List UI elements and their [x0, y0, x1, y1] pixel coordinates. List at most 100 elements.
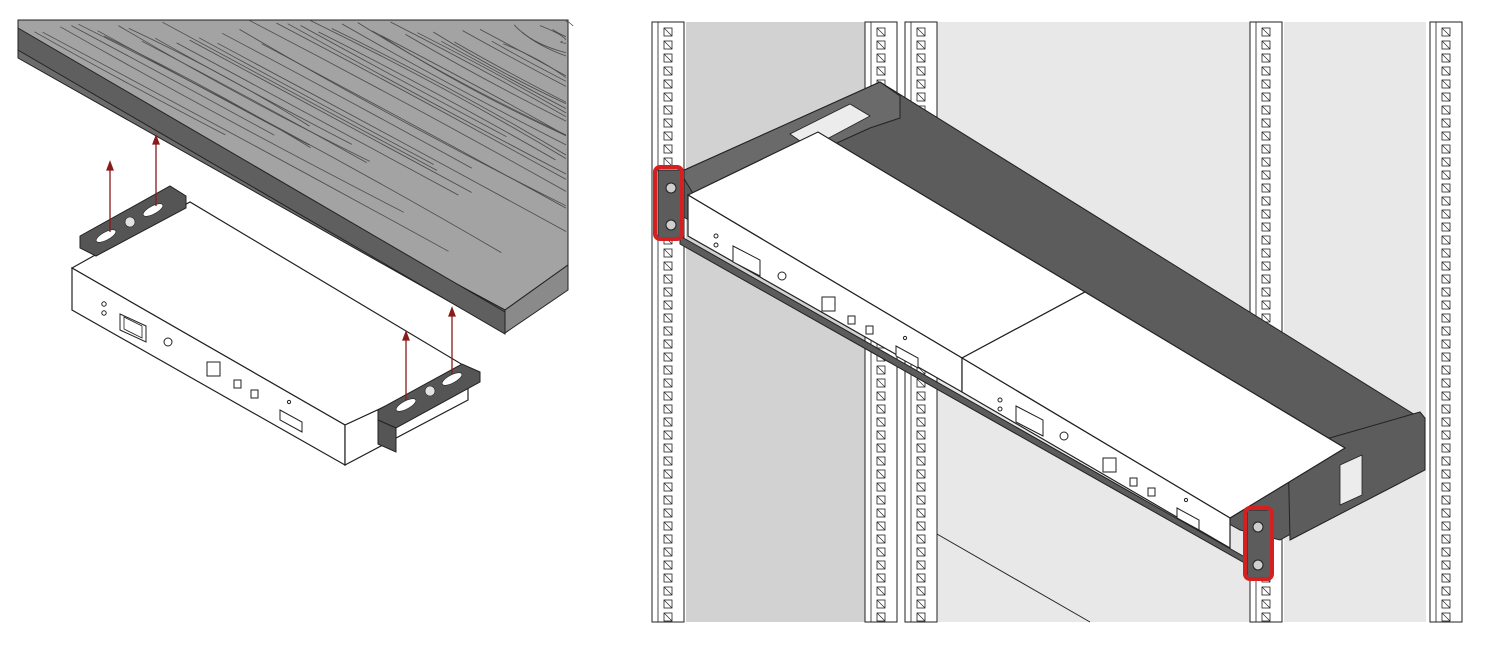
wood-grain-line — [417, 32, 567, 114]
usb-port-icon — [1102, 457, 1117, 473]
wood-grain-line — [405, 34, 567, 122]
button-icon — [163, 337, 173, 347]
wood-grain-lines — [34, 19, 574, 253]
arrowhead-icon — [402, 330, 410, 341]
tray-right-cutout — [1339, 454, 1363, 506]
wood-grain-line — [155, 37, 353, 145]
led-indicator-icon — [713, 233, 719, 239]
bracket-slot-icon — [95, 229, 117, 243]
bracket-flange — [377, 419, 397, 453]
hdmi-port-icon — [1176, 507, 1200, 531]
extender-device-rack-1 — [686, 131, 1087, 394]
button-icon — [1059, 431, 1069, 441]
wood-grain-line — [318, 31, 556, 161]
wood-grain-line — [331, 28, 567, 156]
wood-grain-line — [341, 23, 567, 146]
led-indicator-icon — [997, 406, 1003, 412]
led-indicator-icon — [713, 242, 719, 248]
desk-front-face — [17, 27, 506, 335]
ear-screw-icon — [665, 182, 677, 194]
mounting-bracket-left — [79, 185, 187, 257]
wood-grain-line — [379, 34, 567, 137]
under-desk-mount-panel — [17, 19, 574, 467]
wood-grain-line — [357, 22, 567, 136]
bracket-slot-icon — [142, 203, 164, 217]
mounting-bracket-right — [377, 363, 481, 453]
wood-grain-line — [513, 24, 567, 54]
mounting-arrows — [106, 134, 456, 400]
wood-grain-line — [276, 22, 567, 180]
arrowhead-icon — [106, 160, 114, 171]
hdmi-port-icon — [895, 345, 919, 369]
wood-grain-line — [222, 32, 472, 169]
wood-grain-line — [454, 41, 567, 103]
rj45-port-icon — [1129, 477, 1138, 487]
ear-screw-icon — [665, 219, 677, 231]
wood-grain-line — [248, 19, 567, 192]
highlight-box-left — [653, 165, 684, 241]
wood-grain-line — [462, 30, 567, 87]
wood-grain-line — [310, 20, 567, 159]
wood-grain-line — [104, 35, 311, 148]
screw-hole-icon — [902, 335, 908, 341]
screw-hole-icon — [1183, 497, 1189, 503]
wood-grain-line — [390, 21, 567, 118]
rj45-port-icon — [233, 379, 242, 389]
device-front — [961, 356, 1231, 550]
rack-mount-panel — [651, 21, 1463, 623]
desk-slab — [17, 19, 574, 335]
hdmi-port-icon — [279, 409, 303, 433]
floor-line — [929, 529, 1091, 623]
led-indicator-icon — [101, 310, 107, 316]
wood-grain-line — [522, 31, 567, 57]
wood-grain-line — [162, 21, 438, 171]
wood-grain-line — [78, 23, 502, 253]
bracket-slot-icon — [395, 398, 417, 412]
wood-grain-line — [217, 42, 567, 232]
wood-grain-line — [60, 26, 404, 213]
highlight-box-right — [1243, 506, 1274, 581]
button-icon — [777, 271, 787, 281]
wood-grain-line — [34, 31, 226, 136]
wood-grain-line — [176, 42, 459, 196]
wood-grain-line — [198, 37, 434, 165]
rj45-port-icon — [865, 325, 874, 335]
ear-screw-icon — [1252, 521, 1264, 533]
wood-grain-line — [433, 31, 567, 105]
bracket-hole-icon — [424, 385, 436, 397]
wood-grain-line — [491, 40, 567, 82]
serial-port-icon — [119, 313, 147, 343]
screw-hole-icon — [286, 399, 292, 405]
wood-grain-line — [539, 25, 567, 40]
serial-port-icon — [1015, 405, 1044, 437]
ear-screw-icon — [1252, 559, 1264, 571]
wood-grain-line — [141, 40, 367, 163]
wood-grain-line — [261, 43, 567, 209]
wood-grain-line — [441, 40, 567, 109]
usb-port-icon — [821, 296, 836, 312]
wood-grain-line — [71, 25, 275, 136]
rack-post — [651, 21, 685, 623]
led-indicator-icon — [101, 301, 107, 307]
serial-port-icon — [732, 245, 761, 277]
wood-grain-line — [565, 20, 574, 27]
arrowhead-icon — [448, 306, 456, 317]
rack-post — [1429, 21, 1463, 623]
wood-grain-line — [42, 31, 449, 252]
led-indicator-icon — [997, 397, 1003, 403]
wood-grain-line — [503, 43, 567, 78]
rack-ear-left — [653, 165, 685, 241]
rack-ear-right — [1243, 506, 1274, 581]
usb-port-icon — [206, 361, 221, 377]
arrowhead-icon — [152, 134, 160, 145]
rj45-port-icon — [847, 315, 856, 325]
wood-grain-line — [189, 39, 472, 193]
rj45-port-icon — [250, 389, 259, 399]
wood-grain-line — [552, 29, 567, 38]
extender-device-rack-2 — [960, 291, 1347, 550]
rj45-port-icon — [1147, 487, 1156, 497]
serial-port-inner-icon — [123, 316, 143, 339]
wood-grain-line — [118, 25, 370, 162]
bracket-slot-icon — [441, 372, 463, 386]
